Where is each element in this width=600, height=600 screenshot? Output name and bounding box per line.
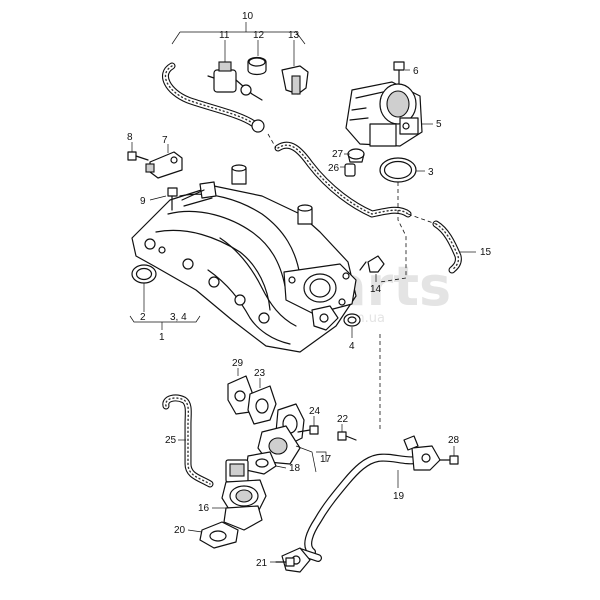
egr-valve-16	[212, 459, 267, 531]
throttle-body-5	[345, 81, 433, 147]
callout-9: 9	[140, 196, 146, 207]
callout-7: 7	[162, 135, 168, 146]
group-10-bracket	[171, 22, 306, 45]
callout-16: 16	[198, 503, 210, 514]
hose-15	[267, 133, 476, 274]
callout-19: 19	[393, 491, 405, 502]
callout-20: 20	[174, 525, 186, 536]
callout-21: 21	[256, 558, 268, 569]
sensor-7	[145, 144, 183, 179]
callout-14: 14	[370, 284, 382, 295]
callout-3: 3	[428, 167, 434, 178]
callout-4: 4	[349, 341, 355, 352]
callout-22: 22	[337, 414, 349, 425]
guide-line-throttle	[379, 182, 407, 283]
callout-8: 8	[127, 132, 133, 143]
hose-25	[162, 394, 214, 488]
gasket-20	[187, 521, 239, 549]
callout-15: 15	[480, 247, 492, 258]
bolt-28	[439, 446, 459, 465]
clip-12	[247, 40, 267, 76]
bolt-9	[149, 187, 178, 211]
watermark-sub: m.ua	[352, 311, 385, 326]
callout-28: 28	[448, 435, 460, 446]
seal-4	[343, 313, 361, 338]
callout-25: 25	[165, 435, 177, 446]
solenoid-valve-11	[207, 40, 263, 101]
vacuum-hose-10	[162, 62, 265, 133]
gasket-23	[247, 378, 277, 425]
clamp-27	[344, 148, 365, 163]
callout-27: 27	[332, 149, 344, 160]
callout-24: 24	[309, 406, 321, 417]
callout-18: 18	[289, 463, 301, 474]
callout-3-4: 3, 4	[170, 312, 187, 323]
callout-5: 5	[436, 119, 442, 130]
callout-17: 17	[320, 454, 332, 465]
egr-pipe-19	[281, 435, 441, 573]
group-1-bracket	[129, 315, 201, 330]
callout-11: 11	[219, 30, 230, 41]
plug-26	[340, 163, 356, 177]
callout-13: 13	[288, 30, 300, 41]
valve-14	[359, 255, 385, 282]
bolt-6	[393, 61, 410, 85]
callout-6: 6	[413, 66, 419, 77]
callout-2: 2	[140, 312, 146, 323]
bolt-22	[337, 424, 357, 441]
gasket-29	[227, 368, 253, 415]
bolt-24	[297, 416, 319, 435]
gasket-2	[131, 264, 157, 312]
callout-10: 10	[242, 11, 254, 22]
bracket-13	[281, 40, 309, 95]
callout-23: 23	[254, 368, 266, 379]
bolt-21	[270, 557, 295, 567]
callout-26: 26	[328, 163, 340, 174]
callout-1: 1	[159, 332, 165, 343]
callout-12: 12	[253, 30, 265, 41]
callout-29: 29	[232, 358, 244, 369]
bolt-8	[127, 142, 149, 161]
o-ring-3	[379, 157, 425, 183]
intake-manifold-1	[131, 164, 357, 353]
